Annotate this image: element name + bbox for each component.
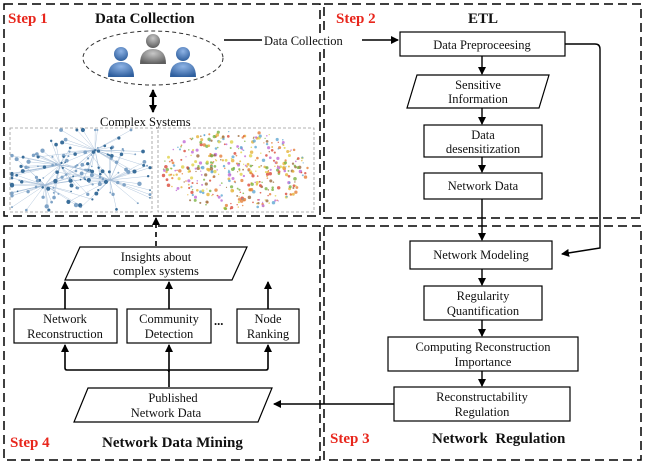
arrow-preprocessing-to-modeling <box>561 43 601 257</box>
reconstruction-line2: Reconstruction <box>27 327 103 341</box>
published-line1: Published <box>148 391 198 405</box>
reconstructability-line2: Regulation <box>455 405 511 419</box>
regularity-line2: Quantification <box>447 304 520 318</box>
data-collection-label: Data Collection <box>264 34 344 48</box>
step4-label: Step 4 <box>10 435 50 451</box>
insights-line1: Insights about <box>121 250 192 264</box>
computing-line1: Computing Reconstruction <box>415 340 551 354</box>
step2-title: ETL <box>468 11 498 27</box>
step4-title: Network Data Mining <box>102 435 243 451</box>
insights-line2: complex systems <box>113 264 199 278</box>
regularity-quantification-box <box>423 285 543 321</box>
person-gray-icon <box>140 34 166 64</box>
data-desensitization-box <box>423 124 543 158</box>
network-modeling-box <box>409 240 553 270</box>
network-data-box <box>423 172 543 200</box>
published-fan-arrows <box>61 344 272 387</box>
person-blue-icon <box>108 47 134 77</box>
published-line2: Network Data <box>131 406 202 420</box>
regularity-line1: Regularity <box>457 289 511 303</box>
sensitive-information-parallelogram <box>406 74 550 109</box>
complex-network-image-left <box>9 127 153 213</box>
reconstruction-line1: Network <box>43 312 87 326</box>
step3-title: Network Regulation <box>432 431 566 447</box>
ellipsis-label: ... <box>214 314 223 328</box>
panel-step1-frame <box>3 3 321 217</box>
person-blue-icon <box>170 47 196 77</box>
step1-title: Data Collection <box>95 11 195 27</box>
complex-systems-label: Complex Systems <box>100 115 191 129</box>
computing-line2: Importance <box>455 355 512 369</box>
published-network-data-parallelogram <box>73 387 273 423</box>
step3-label: Step 3 <box>330 431 370 447</box>
insights-parallelogram <box>64 246 248 281</box>
computing-reconstruction-box <box>387 336 579 372</box>
sensitive-line1: Sensitive <box>455 78 501 92</box>
network-modeling-label: Network Modeling <box>433 248 529 262</box>
desens-line2: desensitization <box>446 142 521 156</box>
network-data-label: Network Data <box>448 179 519 193</box>
reconstructability-line1: Reconstructability <box>436 390 528 404</box>
sensitive-line2: Information <box>448 92 508 106</box>
step1-label: Step 1 <box>8 11 48 27</box>
data-preprocessing-label: Data Preproceesing <box>433 38 531 52</box>
community-line1: Community <box>139 312 199 326</box>
node-ranking-box <box>236 308 300 344</box>
ranking-line2: Ranking <box>247 327 290 341</box>
panel-step4-frame <box>3 225 321 461</box>
complex-network-image-right <box>157 127 315 213</box>
desens-line1: Data <box>471 128 495 142</box>
step2-label: Step 2 <box>336 11 376 27</box>
data-collection-label-bg <box>262 33 362 47</box>
community-line2: Detection <box>145 327 194 341</box>
ranking-line1: Node <box>254 312 282 326</box>
community-detection-box <box>126 308 212 344</box>
